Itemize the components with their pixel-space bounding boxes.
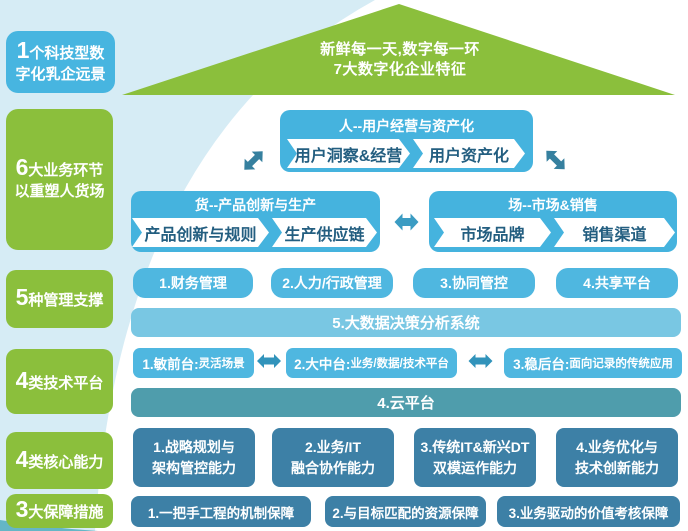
business-box-user-header: 人--用户经营与资产化 [338, 117, 475, 134]
sidebar-label-vision-number: 1 [16, 36, 30, 63]
tech-box-2-main-label: 2.大中台: [294, 357, 351, 372]
sidebar-label-business-line1: 大业务环节 [28, 162, 104, 179]
capability-line1: 4.业务优化与 [576, 438, 658, 455]
business-box-user: 人--用户经营与资产化 用户洞察&经营 用户资产化 [280, 110, 533, 172]
business-box-market-header: 场--市场&销售 [508, 196, 598, 213]
step-product-innovation: 产品创新与规则 [132, 218, 269, 247]
step-sales-channel-label: 销售渠道 [582, 226, 647, 244]
tech-box-backend: 3.稳后台:面向记录的传统应用 [504, 348, 682, 378]
big-data-bar: 5.大数据决策分析系统 [131, 308, 681, 337]
tech-box-2-sub-label: 业务/数据/技术平台 [350, 358, 449, 370]
horizontal-arrow-tech1-icon [257, 354, 281, 368]
step-supply-chain-label: 生产供应链 [284, 226, 365, 244]
capability-box-business-it: 2.业务/IT 融合协作能力 [272, 428, 394, 487]
horizontal-arrow-business-icon [394, 213, 419, 231]
step-market-brand: 市场品牌 [434, 218, 551, 247]
diagonal-arrow-right-icon [546, 150, 565, 170]
tech-box-3-sub-label: 面向记录的传统应用 [569, 358, 673, 370]
sidebar-label-safeguard-number: 3 [15, 496, 29, 522]
capability-line2: 双模运作能力 [433, 459, 517, 476]
sidebar-label-management-number: 5 [15, 284, 29, 310]
business-box-market: 场--市场&销售 市场品牌 销售渠道 [429, 191, 677, 252]
horizontal-arrow-tech2-icon [468, 354, 493, 368]
sidebar-label-management-line1: 种管理支撑 [28, 292, 104, 309]
roof-title-line2: 7大数字化企业特征 [333, 61, 467, 78]
capability-line1: 2.业务/IT [304, 438, 361, 455]
capability-line1: 1.战略规划与 [153, 438, 235, 455]
business-box-product-steps: 产品创新与规则 生产供应链 [132, 218, 377, 247]
capability-box-dual-mode: 3.传统IT&新兴DT 双模运作能力 [414, 428, 536, 487]
safeguard-box-resources: 2.与目标匹配的资源保障 [325, 496, 486, 527]
step-user-asset-label: 用户资产化 [428, 147, 509, 165]
step-sales-channel: 销售渠道 [554, 218, 675, 247]
management-pill-hr: 2.人力/行政管理 [271, 268, 393, 298]
roof-title: 新鲜每一天,数字每一环 7大数字化企业特征 [250, 40, 550, 80]
capability-line1: 3.传统IT&新兴DT [420, 438, 530, 455]
capability-line2: 融合协作能力 [291, 459, 375, 476]
roof-title-line1: 新鲜每一天,数字每一环 [320, 41, 480, 58]
sidebar-label-tech-number: 4 [15, 366, 29, 393]
sidebar-label-safeguard-line1: 大保障措施 [28, 504, 104, 521]
business-box-market-steps: 市场品牌 销售渠道 [434, 218, 675, 247]
tech-box-1-main-label: 1.敏前台: [142, 357, 199, 372]
capability-line2: 架构管控能力 [152, 459, 236, 476]
sidebar-label-business: 6大业务环节 以重塑人货场 [6, 109, 113, 250]
step-market-brand-label: 市场品牌 [460, 226, 525, 244]
sidebar-label-capability: 4类核心能力 [6, 432, 113, 489]
tech-box-3-main-label: 3.稳后台: [513, 357, 570, 372]
sidebar-label-management: 5种管理支撑 [6, 270, 113, 328]
tech-box-middle: 2.大中台:业务/数据/技术平台 [286, 348, 457, 378]
safeguard-box-leadership: 1.一把手工程的机制保障 [131, 496, 311, 527]
sidebar-label-vision-line2: 字化乳企远景 [15, 65, 106, 83]
management-pill-shared-platform: 4.共享平台 [556, 268, 678, 298]
step-supply-chain: 生产供应链 [272, 218, 377, 247]
safeguard-box-value-assessment: 3.业务驱动的价值考核保障 [497, 496, 680, 527]
management-pill-collaboration: 3.协同管控 [413, 268, 535, 298]
tech-box-1-sub-label: 灵活场景 [198, 358, 245, 370]
management-pill-finance: 1.财务管理 [133, 268, 253, 298]
capability-box-innovation: 4.业务优化与技术创新能力 [556, 428, 678, 487]
step-user-insight-label: 用户洞察&经营 [294, 147, 403, 165]
sidebar-label-business-line2: 以重塑人货场 [14, 183, 105, 200]
cloud-platform-bar: 4.云平台 [131, 388, 681, 417]
sidebar-label-business-number: 6 [15, 154, 29, 180]
business-box-user-steps: 用户洞察&经营 用户资产化 [287, 139, 525, 168]
business-box-product: 货--产品创新与生产 产品创新与规则 生产供应链 [131, 191, 380, 252]
bg-corner-wedge [0, 520, 98, 531]
roof-shape [122, 4, 675, 95]
step-user-asset: 用户资产化 [413, 139, 525, 168]
sidebar-label-safeguard: 3大保障措施 [6, 494, 113, 528]
sidebar-label-tech-line1: 类技术平台 [28, 374, 104, 392]
tech-box-frontend: 1.敏前台:灵活场景 [133, 348, 254, 378]
sidebar-label-vision: 1个科技型数 字化乳企远景 [6, 31, 115, 93]
sidebar-label-capability-number: 4 [15, 445, 29, 472]
business-box-product-header: 货--产品创新与生产 [194, 196, 317, 213]
step-user-insight: 用户洞察&经营 [287, 139, 410, 168]
sidebar-label-capability-line1: 类核心能力 [28, 453, 104, 471]
step-product-innovation-label: 产品创新与规则 [144, 226, 257, 244]
sidebar-label-vision-line1: 个科技型数 [29, 44, 105, 62]
sidebar-label-tech: 4类技术平台 [6, 349, 113, 414]
capability-line2: 技术创新能力 [575, 459, 659, 476]
diagonal-arrow-left-icon [244, 151, 263, 170]
capability-box-strategy: 1.战略规划与架构管控能力 [133, 428, 255, 487]
